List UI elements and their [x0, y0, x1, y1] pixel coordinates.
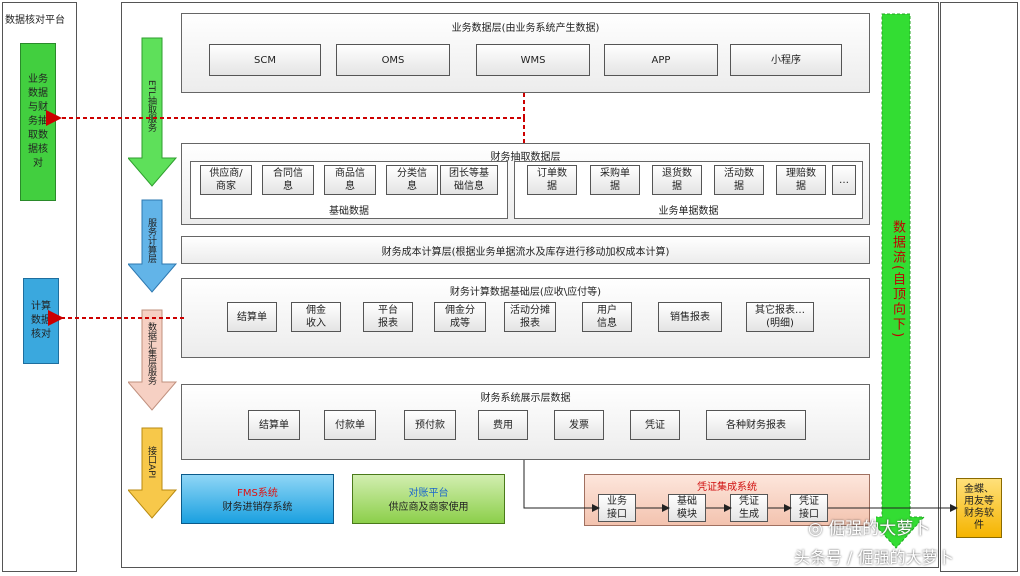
basic-item: 商品信息 [324, 165, 376, 195]
system-app: APP [604, 44, 718, 76]
data-flow-arrow [876, 13, 926, 549]
doc-item: 订单数据 [527, 165, 577, 195]
doc-item: 采购单据 [590, 165, 640, 195]
finance-software: 金蝶、用友等财务软件 [956, 478, 1002, 538]
voucher-step: 业务接口 [598, 494, 636, 522]
fms-system: FMS系统 财务进销存系统 [181, 474, 334, 524]
extract-layer-title: 财务抽取数据层 [490, 152, 561, 163]
calc-item: 其它报表…(明细) [746, 302, 814, 332]
etl-arrow-label: ETL抽取服务 [146, 80, 156, 133]
fms-system-title: FMS系统 [237, 488, 278, 499]
doc-data-label: 业务单据数据 [658, 206, 719, 217]
display-item: 费用 [478, 410, 528, 440]
system-scm: SCM [209, 44, 321, 76]
doc-item: 退货数据 [652, 165, 702, 195]
display-layer-title: 财务系统展示层数据 [480, 393, 571, 404]
watermark-account: 头条号 / 倔强的大萝卜 [794, 548, 954, 567]
check-business-finance: 业务数据与财务抽取数据核对 [20, 43, 56, 201]
recon-platform-desc: 供应商及商家使用 [388, 502, 469, 513]
summary-arrow-shape [128, 309, 178, 411]
doc-item: 活动数据 [714, 165, 764, 195]
fms-system-desc: 财务进销存系统 [222, 502, 293, 513]
system-wms: WMS [476, 44, 590, 76]
basic-item: 合同信息 [262, 165, 314, 195]
recon-platform-title: 对账平台 [408, 488, 449, 499]
display-item: 结算单 [248, 410, 300, 440]
calc-item: 用户信息 [582, 302, 632, 332]
cost-layer [181, 236, 870, 264]
recon-platform: 对账平台 供应商及商家使用 [352, 474, 505, 524]
api-arrow-label: 接口API [146, 446, 156, 479]
basic-data-label: 基础数据 [329, 206, 369, 217]
calc-arrow-label: 服务计算层 [146, 218, 156, 263]
calc-item: 结算单 [227, 302, 277, 332]
api-arrow-shape [128, 427, 178, 519]
summary-arrow-label: 数据汇集层服务 [146, 322, 156, 385]
data-flow-label: 数据流(自顶向下) [890, 220, 905, 340]
calc-arrow-shape [128, 199, 178, 293]
calc-item: 销售报表 [658, 302, 722, 332]
watermark-logo: ◎ 倔强的大萝卜 [808, 514, 930, 539]
calc-item: 平台报表 [363, 302, 413, 332]
display-item: 各种财务报表 [706, 410, 806, 440]
doc-item: 理赔数据 [776, 165, 826, 195]
voucher-step: 凭证接口 [790, 494, 828, 522]
display-item: 凭证 [630, 410, 680, 440]
wechat-icon: ◎ [808, 519, 823, 539]
display-item: 付款单 [324, 410, 376, 440]
basic-item: 供应商/商家 [200, 165, 252, 195]
voucher-step: 凭证生成 [730, 494, 768, 522]
display-item: 发票 [554, 410, 604, 440]
calc-item: 佣金分成等 [434, 302, 486, 332]
calc-item: 活动分摊报表 [504, 302, 556, 332]
display-item: 预付款 [404, 410, 456, 440]
etl-arrow-shape [128, 37, 178, 187]
right-frame [940, 2, 1018, 572]
cost-layer-title: 财务成本计算层(根据业务单据流水及库存进行移动加权成本计算) [381, 247, 670, 258]
calc-item: 佣金收入 [291, 302, 341, 332]
business-layer-title: 业务数据层(由业务系统产生数据) [451, 23, 600, 34]
calc-layer-title: 财务计算数据基础层(应收\应付等) [449, 287, 602, 298]
basic-item: 分类信息 [386, 165, 438, 195]
system-oms: OMS [336, 44, 450, 76]
doc-item-more: … [832, 165, 856, 195]
voucher-system-title: 凭证集成系统 [697, 482, 757, 493]
basic-item: 团长等基础信息 [440, 165, 498, 195]
watermark-text: 倔强的大萝卜 [828, 519, 931, 539]
left-panel-title: 数据核对平台 [5, 15, 65, 26]
voucher-step: 基础模块 [668, 494, 706, 522]
system-mini-program: 小程序 [730, 44, 842, 76]
